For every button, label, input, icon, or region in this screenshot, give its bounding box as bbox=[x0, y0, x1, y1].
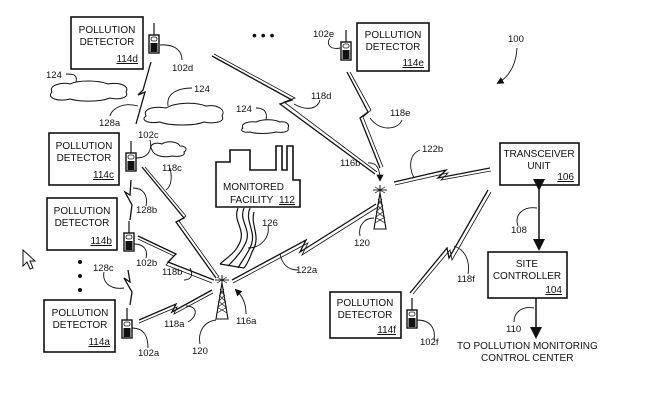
cloud-label: 124 bbox=[236, 104, 252, 115]
cell-tower-116a: 116a 120 bbox=[192, 274, 257, 357]
emission-plume-icon bbox=[219, 207, 257, 269]
detector-label: DETECTOR bbox=[366, 42, 421, 53]
link-label: 118c bbox=[162, 163, 182, 174]
radio-transmitter-icon bbox=[148, 22, 160, 54]
detector-label: DETECTOR bbox=[53, 320, 108, 331]
tower-ref: 120 bbox=[192, 346, 208, 357]
site-controller-label: CONTROLLER bbox=[493, 271, 561, 282]
facility-label: MONITORED bbox=[223, 182, 284, 193]
link-label: 118b bbox=[162, 267, 182, 278]
emission-ref: 126 bbox=[262, 218, 278, 229]
wireless-link-128b: 128b bbox=[123, 179, 157, 221]
link-label: 128a bbox=[99, 118, 121, 129]
transceiver-ref: 106 bbox=[557, 172, 574, 183]
detector-label: POLLUTION bbox=[79, 25, 136, 36]
detector-label: DETECTOR bbox=[57, 153, 112, 164]
radio-ref: 102e bbox=[313, 29, 334, 40]
antenna-ref: 116a bbox=[236, 316, 257, 327]
wireless-link-118e: 118e bbox=[346, 71, 410, 169]
link-108: 108 bbox=[511, 179, 545, 251]
transceiver-label: UNIT bbox=[527, 161, 550, 172]
radio-ref: 102a bbox=[138, 348, 160, 359]
wireless-link-118f: 118f bbox=[409, 189, 492, 295]
radio-transmitter-icon bbox=[121, 307, 133, 339]
radio-transmitter-icon bbox=[406, 297, 418, 329]
wireless-link-122b: 122b bbox=[393, 144, 492, 186]
system-reference: 100 bbox=[496, 34, 524, 84]
link-108-label: 108 bbox=[511, 225, 527, 236]
wireless-link-128c: 128c bbox=[93, 263, 133, 306]
detector-label: POLLUTION bbox=[52, 308, 109, 319]
link-110: 110 bbox=[506, 298, 542, 339]
detector-ref: 114e bbox=[402, 58, 424, 69]
monitored-facility-112: MONITORED FACILITY 112 126 bbox=[215, 145, 301, 269]
cell-tower-icon bbox=[372, 184, 388, 230]
cloud-label: 124 bbox=[194, 84, 210, 95]
wireless-link-128a: 128a bbox=[99, 61, 152, 129]
wireless-link-118d: 118d bbox=[211, 53, 378, 175]
detector-ref: 114f bbox=[377, 325, 396, 336]
tower-ref: 120 bbox=[354, 238, 370, 249]
wireless-link-118b: 118b bbox=[137, 235, 215, 284]
detector-label: POLLUTION bbox=[365, 30, 422, 41]
wireless-link-122a: 122a bbox=[231, 203, 379, 284]
radio-transmitter-icon bbox=[123, 220, 135, 252]
destination-label: CONTROL CENTER bbox=[481, 353, 573, 364]
detector-label: POLLUTION bbox=[54, 206, 111, 217]
wireless-link-118c: 118c bbox=[141, 163, 220, 279]
link-label: 128b bbox=[136, 205, 157, 216]
mouse-cursor-icon bbox=[22, 248, 37, 270]
detector-ref: 114d bbox=[116, 54, 138, 65]
detector-ref: 114b bbox=[90, 236, 112, 247]
detector-label: POLLUTION bbox=[337, 298, 394, 309]
link-label: 118f bbox=[457, 274, 475, 285]
transceiver-unit-106: TRANSCEIVER UNIT 106 bbox=[499, 142, 580, 186]
link-110-label: 110 bbox=[506, 324, 521, 335]
pollution-detector-114c: POLLUTION DETECTOR 114c 102c bbox=[48, 130, 159, 186]
link-label: 128c bbox=[93, 263, 114, 274]
link-label: 122a bbox=[296, 265, 318, 276]
link-label: 118a bbox=[164, 319, 185, 330]
more-detectors-ellipsis: • • • bbox=[252, 27, 275, 43]
transceiver-label: TRANSCEIVER bbox=[503, 149, 574, 160]
radio-transmitter-icon bbox=[125, 140, 137, 172]
wireless-link-118a: 118a bbox=[138, 289, 214, 330]
link-label: 118e bbox=[390, 108, 410, 119]
detector-label: POLLUTION bbox=[56, 141, 113, 152]
radio-transmitter-icon bbox=[340, 29, 352, 61]
radio-ref: 102c bbox=[138, 130, 159, 141]
more-detectors-dots bbox=[78, 260, 82, 292]
pollution-detector-114a: POLLUTION DETECTOR 114a 102a bbox=[43, 299, 160, 359]
link-label: 122b bbox=[422, 144, 443, 155]
detector-ref: 114c bbox=[93, 170, 114, 181]
cell-tower-116b: 116b 120 bbox=[340, 158, 388, 249]
facility-label: FACILITY bbox=[230, 195, 274, 206]
detector-label: DETECTOR bbox=[80, 37, 135, 48]
cloud-label: 124 bbox=[46, 70, 62, 81]
cloud-124-small: 124 bbox=[236, 104, 289, 134]
cell-tower-icon bbox=[214, 274, 230, 320]
destination-label: TO POLLUTION MONITORING bbox=[457, 341, 598, 352]
pollution-detector-114d: POLLUTION DETECTOR 114d 102d bbox=[70, 16, 193, 74]
radio-ref: 102f bbox=[420, 337, 439, 348]
pollution-detector-114f: POLLUTION DETECTOR 114f 102f bbox=[329, 291, 439, 348]
radio-ref: 102b bbox=[136, 258, 157, 269]
system-ref-label: 100 bbox=[508, 34, 524, 45]
cloud-124-middle: 124 bbox=[143, 84, 224, 126]
antenna-ref: 116b bbox=[340, 158, 360, 169]
link-label: 118d bbox=[311, 91, 331, 102]
cloud-124-left: 124 bbox=[46, 70, 128, 102]
radio-ref: 102d bbox=[172, 63, 193, 74]
facility-ref: 112 bbox=[279, 195, 295, 206]
pollution-detector-114b: POLLUTION DETECTOR 114b 102b bbox=[46, 197, 157, 269]
detector-label: DETECTOR bbox=[55, 218, 110, 229]
site-controller-label: SITE bbox=[516, 259, 539, 270]
site-controller-104: SITE CONTROLLER 104 bbox=[487, 251, 568, 299]
site-controller-ref: 104 bbox=[545, 285, 562, 296]
cloud-124-right bbox=[150, 141, 187, 158]
detector-ref: 114a bbox=[88, 337, 110, 348]
detector-label: DETECTOR bbox=[338, 310, 393, 321]
pollution-detector-114e: POLLUTION DETECTOR 114e 102e bbox=[313, 22, 430, 72]
